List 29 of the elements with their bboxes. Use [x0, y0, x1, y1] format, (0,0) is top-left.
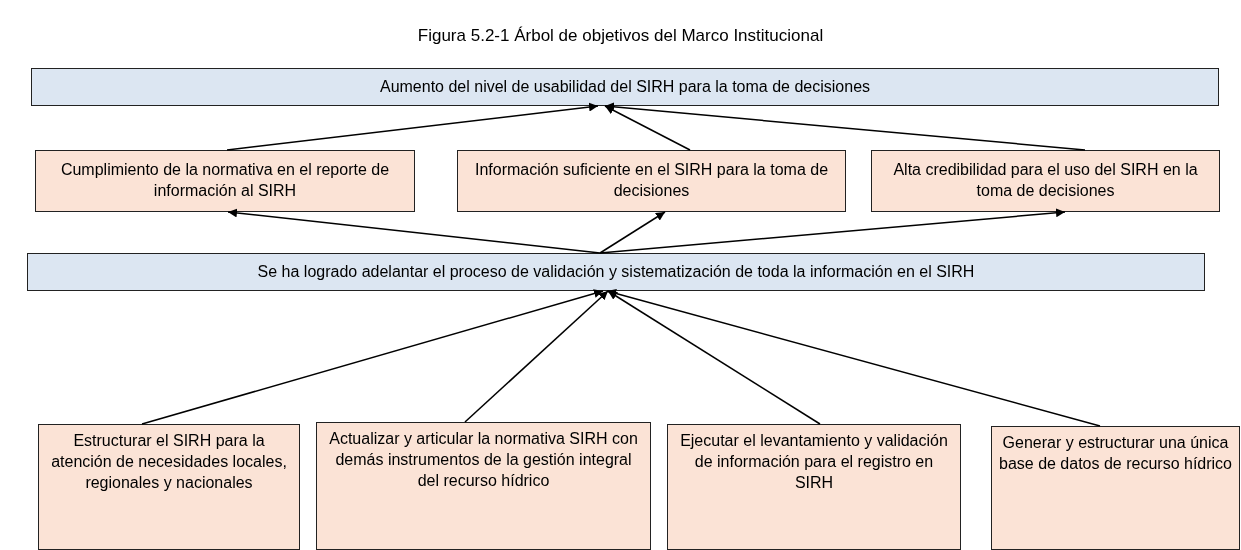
objective-text: Estructurar el SIRH para la atención de necesidades locales, regionales y nacionales	[50, 431, 288, 493]
objective-box	[31, 68, 1219, 106]
objective-box	[35, 150, 415, 212]
arrow	[604, 102, 1086, 151]
objective-text: Alta credibilidad para el uso del SIRH en la toma de decisiones	[892, 160, 1199, 201]
objective-box	[871, 150, 1220, 212]
objective-box	[27, 253, 1205, 291]
objective-box	[667, 424, 961, 550]
arrow	[604, 105, 691, 151]
objective-text: Ejecutar el levantamiento y validación de información para el registro en SIRH	[679, 431, 949, 493]
objective-text: Actualizar y articular la normativa SIRH con demás instrumentos de la gestión integral del recurso hídrico	[328, 429, 639, 491]
arrow	[607, 290, 821, 425]
objective-text: Aumento del nivel de usabilidad del SIRH para la toma de decisiones	[379, 76, 871, 97]
objective-text: Información suficiente en el SIRH para la toma de decisiones	[473, 160, 830, 201]
arrow	[599, 211, 666, 254]
figure-title: Figura 5.2-1 Árbol de objetivos del Marco Institucional	[416, 26, 825, 46]
arrow	[227, 208, 601, 254]
arrow	[141, 289, 604, 425]
arrow	[226, 102, 599, 151]
objective-box	[457, 150, 846, 212]
objective-box	[38, 424, 300, 550]
objective-text: Generar y estructurar una única base de datos de recurso hídrico	[998, 433, 1233, 474]
objective-box	[316, 422, 651, 550]
arrow	[464, 290, 609, 423]
objective-box	[991, 426, 1240, 550]
objective-text: Cumplimiento de la normativa en el reporte de información al SIRH	[59, 160, 391, 201]
arrow	[606, 289, 1101, 427]
objective-text: Se ha logrado adelantar el proceso de validación y sistematización de toda la información en el SIRH	[257, 261, 975, 282]
arrow	[599, 208, 1066, 254]
